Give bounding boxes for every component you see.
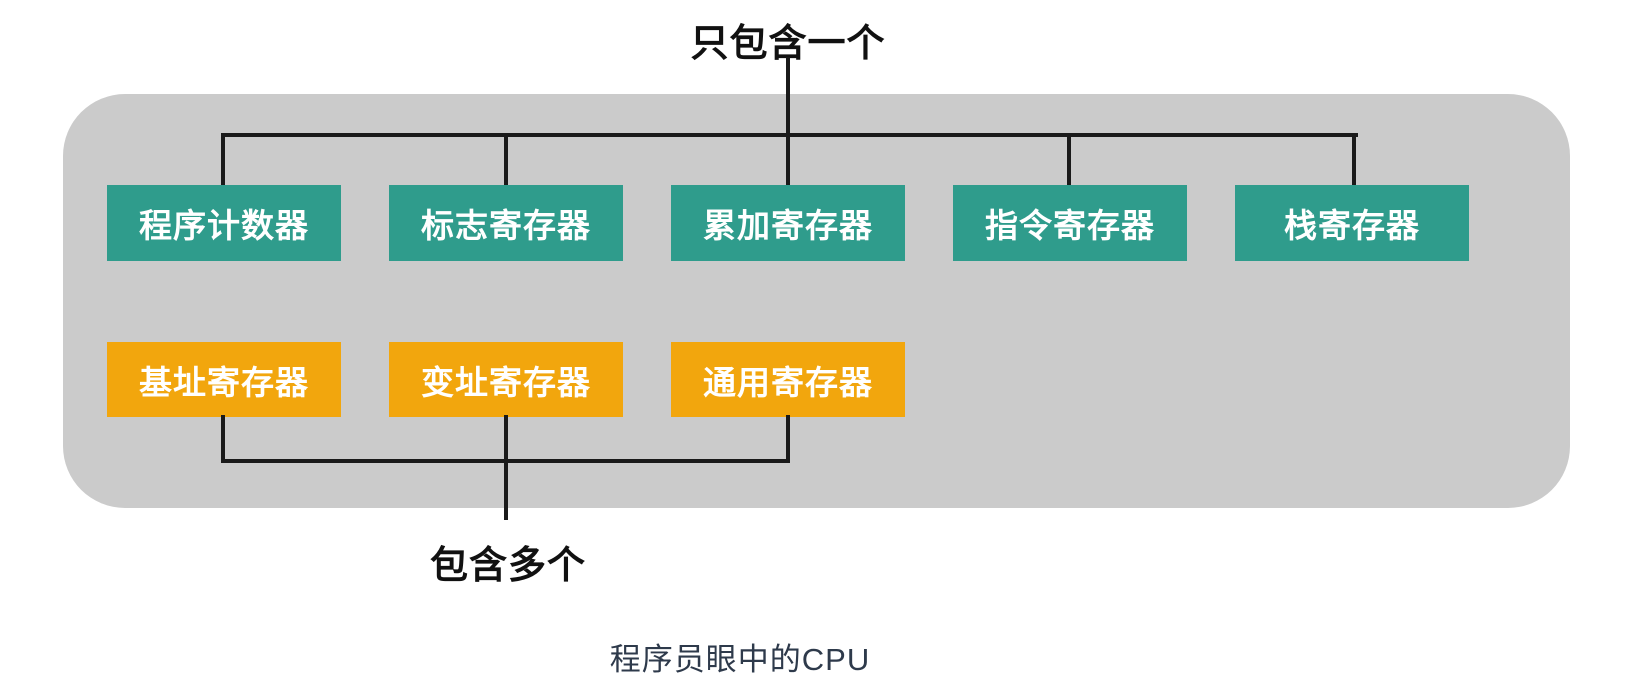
bottom-annotation-label: 包含多个 — [429, 545, 586, 587]
top-connector-branch-line — [221, 133, 225, 187]
top-connector-branch-line — [504, 133, 508, 187]
cpu-body-container — [63, 94, 1570, 508]
bottom-connector-main-line — [504, 415, 508, 520]
diagram-caption: 程序员眼中的CPU — [609, 642, 871, 677]
register-box-program-counter: 程序计数器 — [107, 185, 341, 261]
register-box-instruction-register: 指令寄存器 — [953, 185, 1187, 261]
bottom-connector-branch-line — [786, 415, 790, 463]
bottom-connector-branch-line — [221, 415, 225, 463]
top-connector-branch-line — [1067, 133, 1071, 187]
register-box-flag-register: 标志寄存器 — [389, 185, 623, 261]
register-box-index-register: 变址寄存器 — [389, 342, 623, 417]
register-box-general-register: 通用寄存器 — [671, 342, 905, 417]
top-connector-main-line — [786, 57, 790, 187]
register-box-stack-register: 栈寄存器 — [1235, 185, 1469, 261]
register-box-accumulator: 累加寄存器 — [671, 185, 905, 261]
top-connector-branch-line — [1352, 133, 1356, 187]
top-connector-horizontal-line — [221, 133, 1358, 137]
register-box-base-register: 基址寄存器 — [107, 342, 341, 417]
